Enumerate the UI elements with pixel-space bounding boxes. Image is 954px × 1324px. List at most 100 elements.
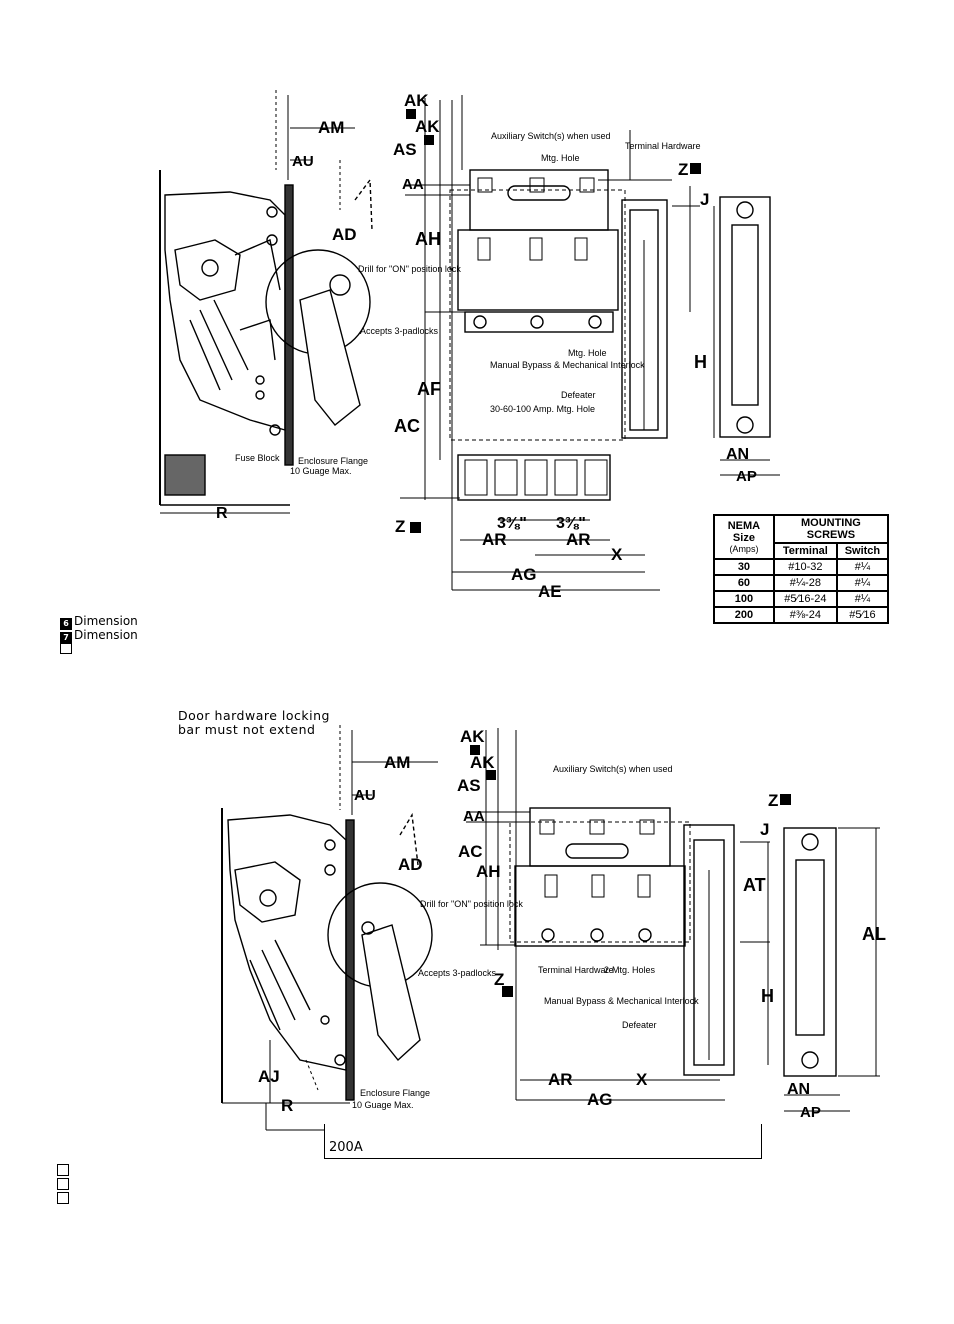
- table-cell-size: 100: [713, 590, 775, 608]
- dim-ap-b: AP: [800, 1104, 821, 1121]
- marker-8-b: [502, 986, 513, 997]
- bottom-empty-boxes: [57, 1164, 71, 1206]
- callout-aux-switch: Auxiliary Switch(s) when used: [491, 131, 611, 141]
- marker-8: [410, 522, 421, 533]
- table-head-switch: Switch: [835, 542, 890, 560]
- dim-z-top-b: Z: [768, 791, 778, 810]
- dim-z: Z: [395, 517, 405, 536]
- table-row: 100 #5⁄16-24 #¼: [713, 590, 890, 608]
- callout-drill-on: Drill for "ON" position lock: [358, 264, 461, 274]
- dim-ah: AH: [415, 229, 441, 249]
- top-side-view: [159, 90, 373, 514]
- table-head-size: NEMA Size (Amps): [713, 514, 775, 560]
- table-cell-switch: #5⁄16: [835, 606, 890, 624]
- table-cell-size: 200: [713, 606, 775, 624]
- dim-ag-b: AG: [587, 1090, 613, 1109]
- note-marker-7: 7: [60, 632, 72, 644]
- dim-am-b: AM: [384, 753, 410, 772]
- dim-af: AF: [417, 379, 441, 399]
- dim-ak1-b: AK: [460, 727, 485, 746]
- marker-8-top: [690, 163, 701, 174]
- table-row: 200 #⅜-24 #5⁄16: [713, 606, 890, 624]
- table-cell-switch: #¼: [835, 574, 890, 592]
- dim-ad-b: AD: [398, 855, 423, 874]
- dim-three-eighths-right: 3⅜": [556, 515, 586, 532]
- callout-mtg-holes-b: 2-Mtg. Holes: [604, 965, 656, 975]
- callout-accepts-padlocks-b: Accepts 3-padlocks: [418, 968, 497, 978]
- callout-fuse-block: Fuse Block: [235, 453, 280, 463]
- callout-accepts-padlocks: Accepts 3-padlocks: [360, 326, 439, 336]
- dim-ak-b: AK: [470, 753, 495, 772]
- note-dimension-6-text: Dimension: [74, 614, 138, 628]
- marker-6-b: [486, 770, 496, 780]
- table-head-terminal: Terminal: [772, 542, 838, 560]
- dim-h-b: H: [761, 986, 774, 1006]
- dim-z-b: Z: [494, 970, 504, 989]
- bottom-note-text: 200A: [329, 1140, 363, 1155]
- note-marker-6: 6: [60, 618, 72, 630]
- empty-box: [57, 1192, 69, 1204]
- callout-manual-bypass: Manual Bypass & Mechanical Interlock: [490, 360, 645, 370]
- bottom-side-view: [221, 725, 438, 1131]
- dim-z-top: Z: [678, 160, 688, 179]
- table-head-group: MOUNTING SCREWS: [772, 514, 890, 544]
- callout-gauge-b: 10 Guage Max.: [352, 1100, 414, 1110]
- dim-as-b: AS: [457, 776, 481, 795]
- callout-aux-switch-b: Auxiliary Switch(s) when used: [553, 764, 673, 774]
- bottom-front-view: [466, 728, 880, 1112]
- callout-gauge: 10 Guage Max.: [290, 466, 352, 476]
- mounting-screws-table: NEMA Size (Amps) MOUNTING SCREWS Termina…: [713, 514, 890, 624]
- door-hardware-note: Door hardware locking bar must not exten…: [178, 709, 330, 737]
- dim-ag: AG: [511, 565, 537, 584]
- dim-al-b: AL: [862, 924, 886, 944]
- dim-ad: AD: [332, 225, 357, 244]
- dim-x: X: [611, 545, 623, 564]
- callout-mtg-hole-amps: 30-60-100 Amp. Mtg. Hole: [490, 404, 595, 414]
- dim-h: H: [694, 352, 707, 372]
- table-row: 30 #10-32 #¼: [713, 558, 890, 576]
- table-cell-terminal: #¼-28: [772, 574, 838, 592]
- table-cell-size: 30: [713, 558, 775, 576]
- dim-au-b: AU: [354, 787, 376, 804]
- dim-ac: AC: [394, 416, 420, 436]
- top-markers: [406, 109, 701, 533]
- note-empty-marker: [60, 642, 72, 654]
- table-cell-terminal: #5⁄16-24: [772, 590, 838, 608]
- bottom-markers: [470, 745, 791, 997]
- table-head-size-sub: (Amps): [729, 544, 759, 554]
- callout-enclosure-flange: Enclosure Flange: [298, 456, 368, 466]
- dim-at-b: AT: [743, 875, 766, 895]
- dim-ap: AP: [736, 468, 757, 485]
- dim-aa-b: AA: [463, 808, 485, 825]
- empty-box: [57, 1164, 69, 1176]
- dim-ar-left: AR: [482, 530, 507, 549]
- dim-au: AU: [292, 153, 314, 170]
- table-cell-size: 60: [713, 574, 775, 592]
- empty-box: [57, 1178, 69, 1190]
- dim-aj-b: AJ: [258, 1067, 280, 1086]
- dim-ah-b: AH: [476, 862, 501, 881]
- dim-j-b: J: [760, 820, 769, 839]
- marker-7-b: [470, 745, 480, 755]
- callout-terminal-hardware-b: Terminal Hardware: [538, 965, 614, 975]
- table-cell-switch: #¼: [835, 590, 890, 608]
- table-cell-switch: #¼: [835, 558, 890, 576]
- dim-aa: AA: [402, 176, 424, 193]
- dim-an: AN: [726, 446, 749, 463]
- dim-x-b: X: [636, 1070, 648, 1089]
- marker-7: [406, 109, 416, 119]
- dim-am: AM: [318, 118, 344, 137]
- bottom-note-box: 200A: [324, 1124, 762, 1159]
- callout-mtg-hole-mid: Mtg. Hole: [568, 348, 607, 358]
- callout-terminal-hardware: Terminal Hardware: [625, 141, 701, 151]
- dim-an-b: AN: [787, 1081, 810, 1098]
- note-empty-box: [60, 642, 74, 656]
- dim-ac-b: AC: [458, 842, 483, 861]
- callout-mtg-hole-top: Mtg. Hole: [541, 153, 580, 163]
- dim-ae: AE: [538, 582, 562, 601]
- marker-8-top-b: [780, 794, 791, 805]
- dim-ak1: AK: [404, 91, 429, 110]
- dim-ar-right: AR: [566, 530, 591, 549]
- callout-drill-on-b: Drill for "ON" position lock: [420, 899, 523, 909]
- door-note-line1: Door hardware locking: [178, 708, 330, 723]
